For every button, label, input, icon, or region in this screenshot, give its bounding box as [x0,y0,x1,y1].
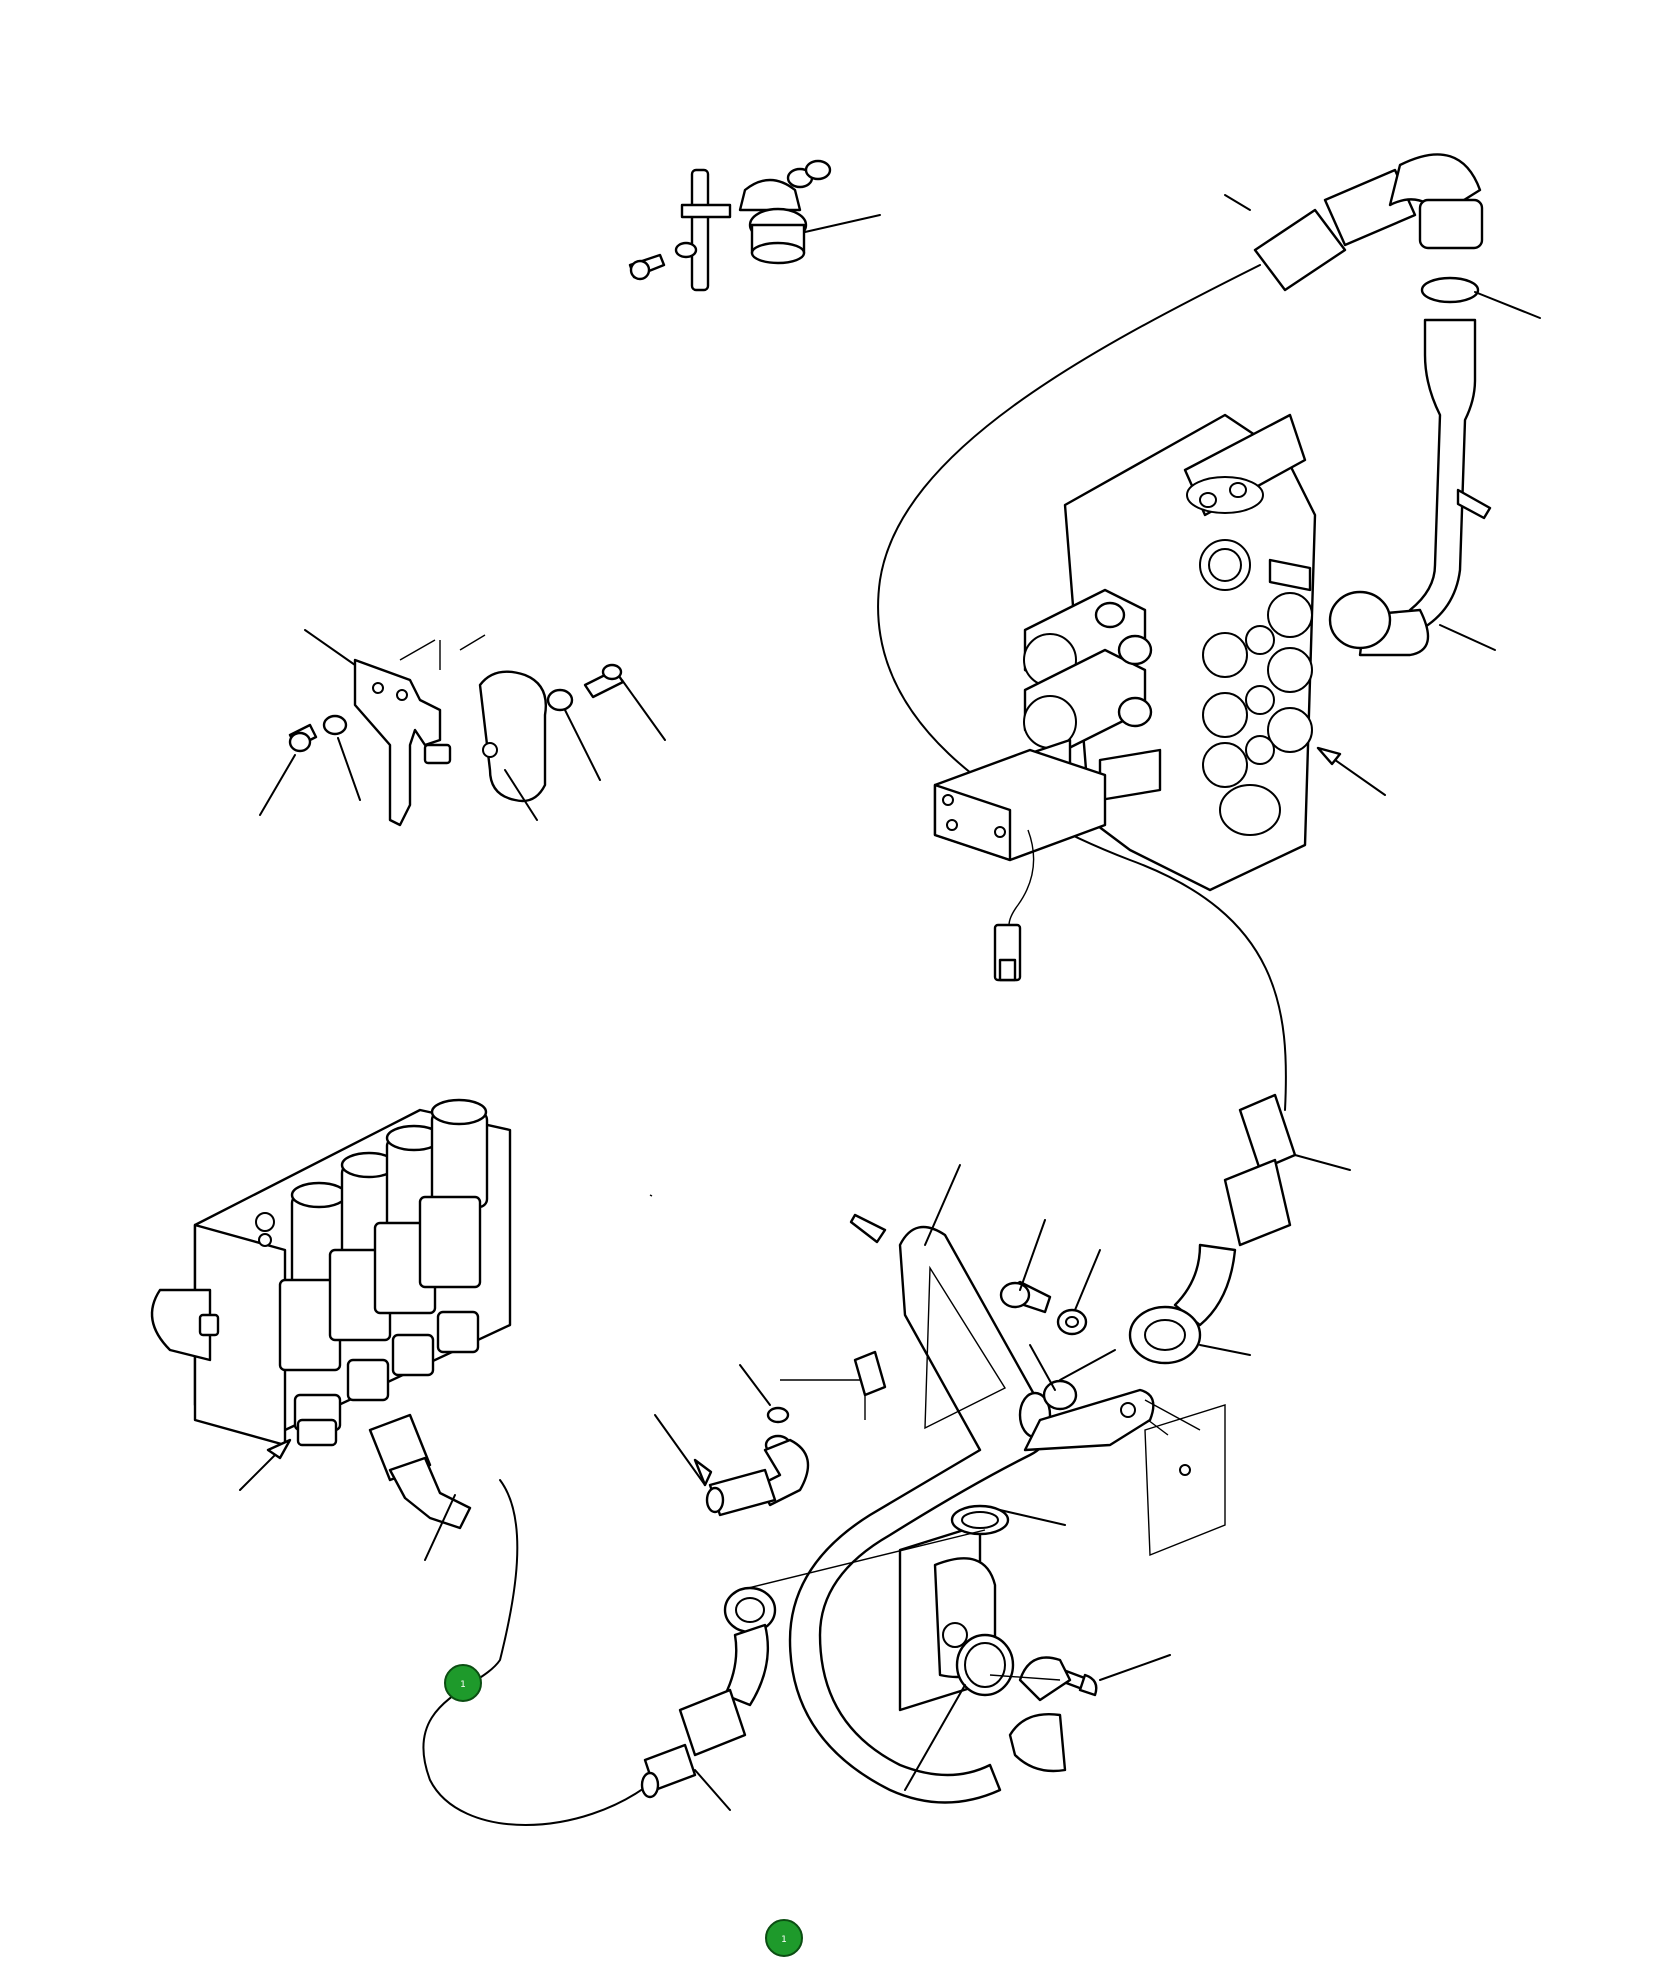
solenoid-box [933,748,1107,982]
reference-marker-2: 1 [765,1919,803,1957]
marker-circle [444,1664,482,1702]
marker-label: 1 [460,1680,466,1690]
bent-tube [788,1164,1067,1804]
hose-elbow-lower [640,1586,777,1811]
clamp-assembly-top [628,159,881,292]
bracket-assembly [259,629,666,827]
hose-elbow-top-right [1224,153,1541,657]
reference-marker-1: 1 [444,1664,482,1702]
stray-mark [649,1194,653,1197]
marker-label: 1 [781,1935,787,1945]
pump-flange [739,1504,1171,1791]
solenoid-valve-bank [150,1098,512,1491]
marker-circle [765,1919,803,1957]
oring-elbow-center [654,1350,887,1517]
hose-line-main [877,264,1287,1111]
capscrew-washer-center [999,1219,1101,1336]
mounting-bracket-right [1023,1344,1226,1557]
hose-elbow-lower-right [1128,1093,1351,1365]
hose-fitting-left [368,1413,472,1561]
control-valve-block [1008,413,1386,892]
hose-line-lower [422,1479,656,1826]
